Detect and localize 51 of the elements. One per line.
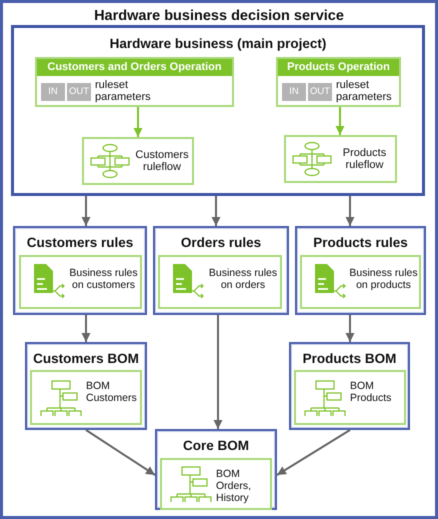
rules-panel — [153, 226, 289, 315]
operation-box — [276, 57, 401, 107]
artifact-box — [19, 255, 142, 309]
arrow — [134, 107, 142, 137]
rules-panel — [13, 226, 147, 315]
operation-box — [35, 57, 234, 107]
bom-panel — [25, 342, 147, 430]
artifact-label: Business rules on orders — [208, 267, 278, 291]
panel-heading: Hardware business decision service — [93, 8, 345, 24]
arrow — [212, 196, 220, 226]
panel-heading: Customers BOM — [32, 351, 140, 366]
ruleflow-box — [284, 135, 397, 183]
artifact-box — [30, 370, 142, 425]
ruleflow-box — [82, 137, 194, 185]
artifact-box — [160, 458, 272, 510]
arrow — [346, 315, 354, 342]
artifact-label: BOM Customers — [86, 380, 138, 404]
panel-heading: Core BOM — [182, 438, 250, 453]
panel-heading: Products rules — [312, 235, 409, 250]
out-tag: OUT — [308, 83, 332, 101]
artifact-label: Business rules on customers — [68, 267, 139, 291]
ruleflow-label: Products ruleflow — [342, 147, 388, 171]
operation-header: Customers and Orders Operation — [37, 59, 232, 76]
panel-heading: Customers rules — [26, 235, 134, 250]
panel-heading: Products BOM — [302, 351, 398, 366]
artifact-label: BOM Orders, History — [216, 468, 252, 504]
ruleflow-label: Customers ruleflow — [134, 149, 190, 173]
operation-header: Products Operation — [278, 59, 399, 76]
parameters-text: ruleset parameters — [336, 79, 393, 103]
artifact-label: BOM Products — [350, 380, 392, 404]
in-tag: IN — [41, 83, 65, 101]
bom-panel — [289, 342, 410, 430]
parameters-text: ruleset parameters — [95, 79, 152, 103]
arrow — [276, 429, 351, 476]
artifact-box — [158, 255, 282, 309]
arrow — [346, 196, 354, 226]
arrow — [85, 429, 156, 476]
project-panel — [11, 25, 425, 196]
panel-heading: Hardware business (main project) — [108, 36, 328, 51]
arrow — [214, 315, 222, 429]
arrow — [82, 196, 90, 226]
out-tag: OUT — [67, 83, 91, 101]
bom-panel — [155, 429, 277, 510]
artifact-box — [300, 255, 421, 309]
in-tag: IN — [282, 83, 306, 101]
arrow — [82, 315, 90, 342]
panel-heading: Orders rules — [180, 235, 262, 250]
artifact-label: Business rules on products — [348, 267, 419, 291]
arrow — [336, 107, 344, 135]
rules-panel — [295, 226, 426, 315]
artifact-box — [294, 370, 406, 425]
